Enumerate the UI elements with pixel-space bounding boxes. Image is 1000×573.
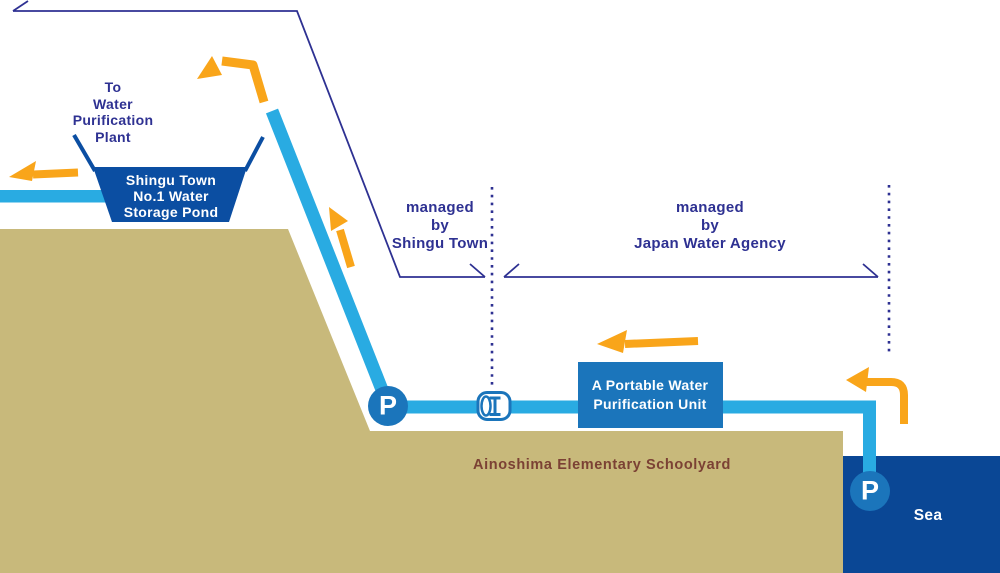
portable-unit-box — [578, 362, 723, 428]
flow-arrow-to-unit — [597, 330, 699, 353]
managed-by-japan-water-agency-label: managed by Japan Water Agency — [634, 199, 786, 252]
to-water-purification-plant-label: To Water Purification Plant — [72, 79, 154, 145]
pump-letter-hill-base: P — [378, 390, 398, 421]
managed-by-shingu-town-label: managed by Shingu Town — [391, 199, 489, 252]
storage-pond-basin — [93, 167, 247, 222]
pump-icon-sea — [850, 471, 890, 511]
schoolyard-label: Ainoshima Elementary Schoolyard — [473, 457, 731, 473]
flow-arrow-over-hilltop — [197, 56, 269, 104]
flow-arrow-up-slope — [329, 207, 355, 269]
schoolyard-ground — [0, 229, 843, 573]
pipe-coupling-icon — [476, 391, 512, 421]
pipe-to-plant — [0, 190, 107, 203]
flow-arrow-to-plant — [9, 161, 79, 181]
pipe-hill-riser — [265, 108, 395, 408]
storage-pond-label: Shingu Town No.1 Water Storage Pond — [123, 172, 219, 220]
pump-icon-hill-base — [368, 386, 408, 426]
storage-pond-rim-right — [243, 136, 265, 172]
pump-letter-sea: P — [860, 475, 880, 506]
pipe-schoolyard-to-sea — [388, 400, 876, 490]
shingu-town-span-bracket — [12, 0, 486, 278]
sea-label: Sea — [913, 507, 943, 524]
storage-pond-rim-left — [72, 133, 97, 173]
japan-water-agency-span-bracket — [503, 263, 879, 278]
portable-unit-label: A Portable Water Purification Unit — [591, 377, 709, 412]
flow-arrow-from-sea — [846, 367, 908, 424]
